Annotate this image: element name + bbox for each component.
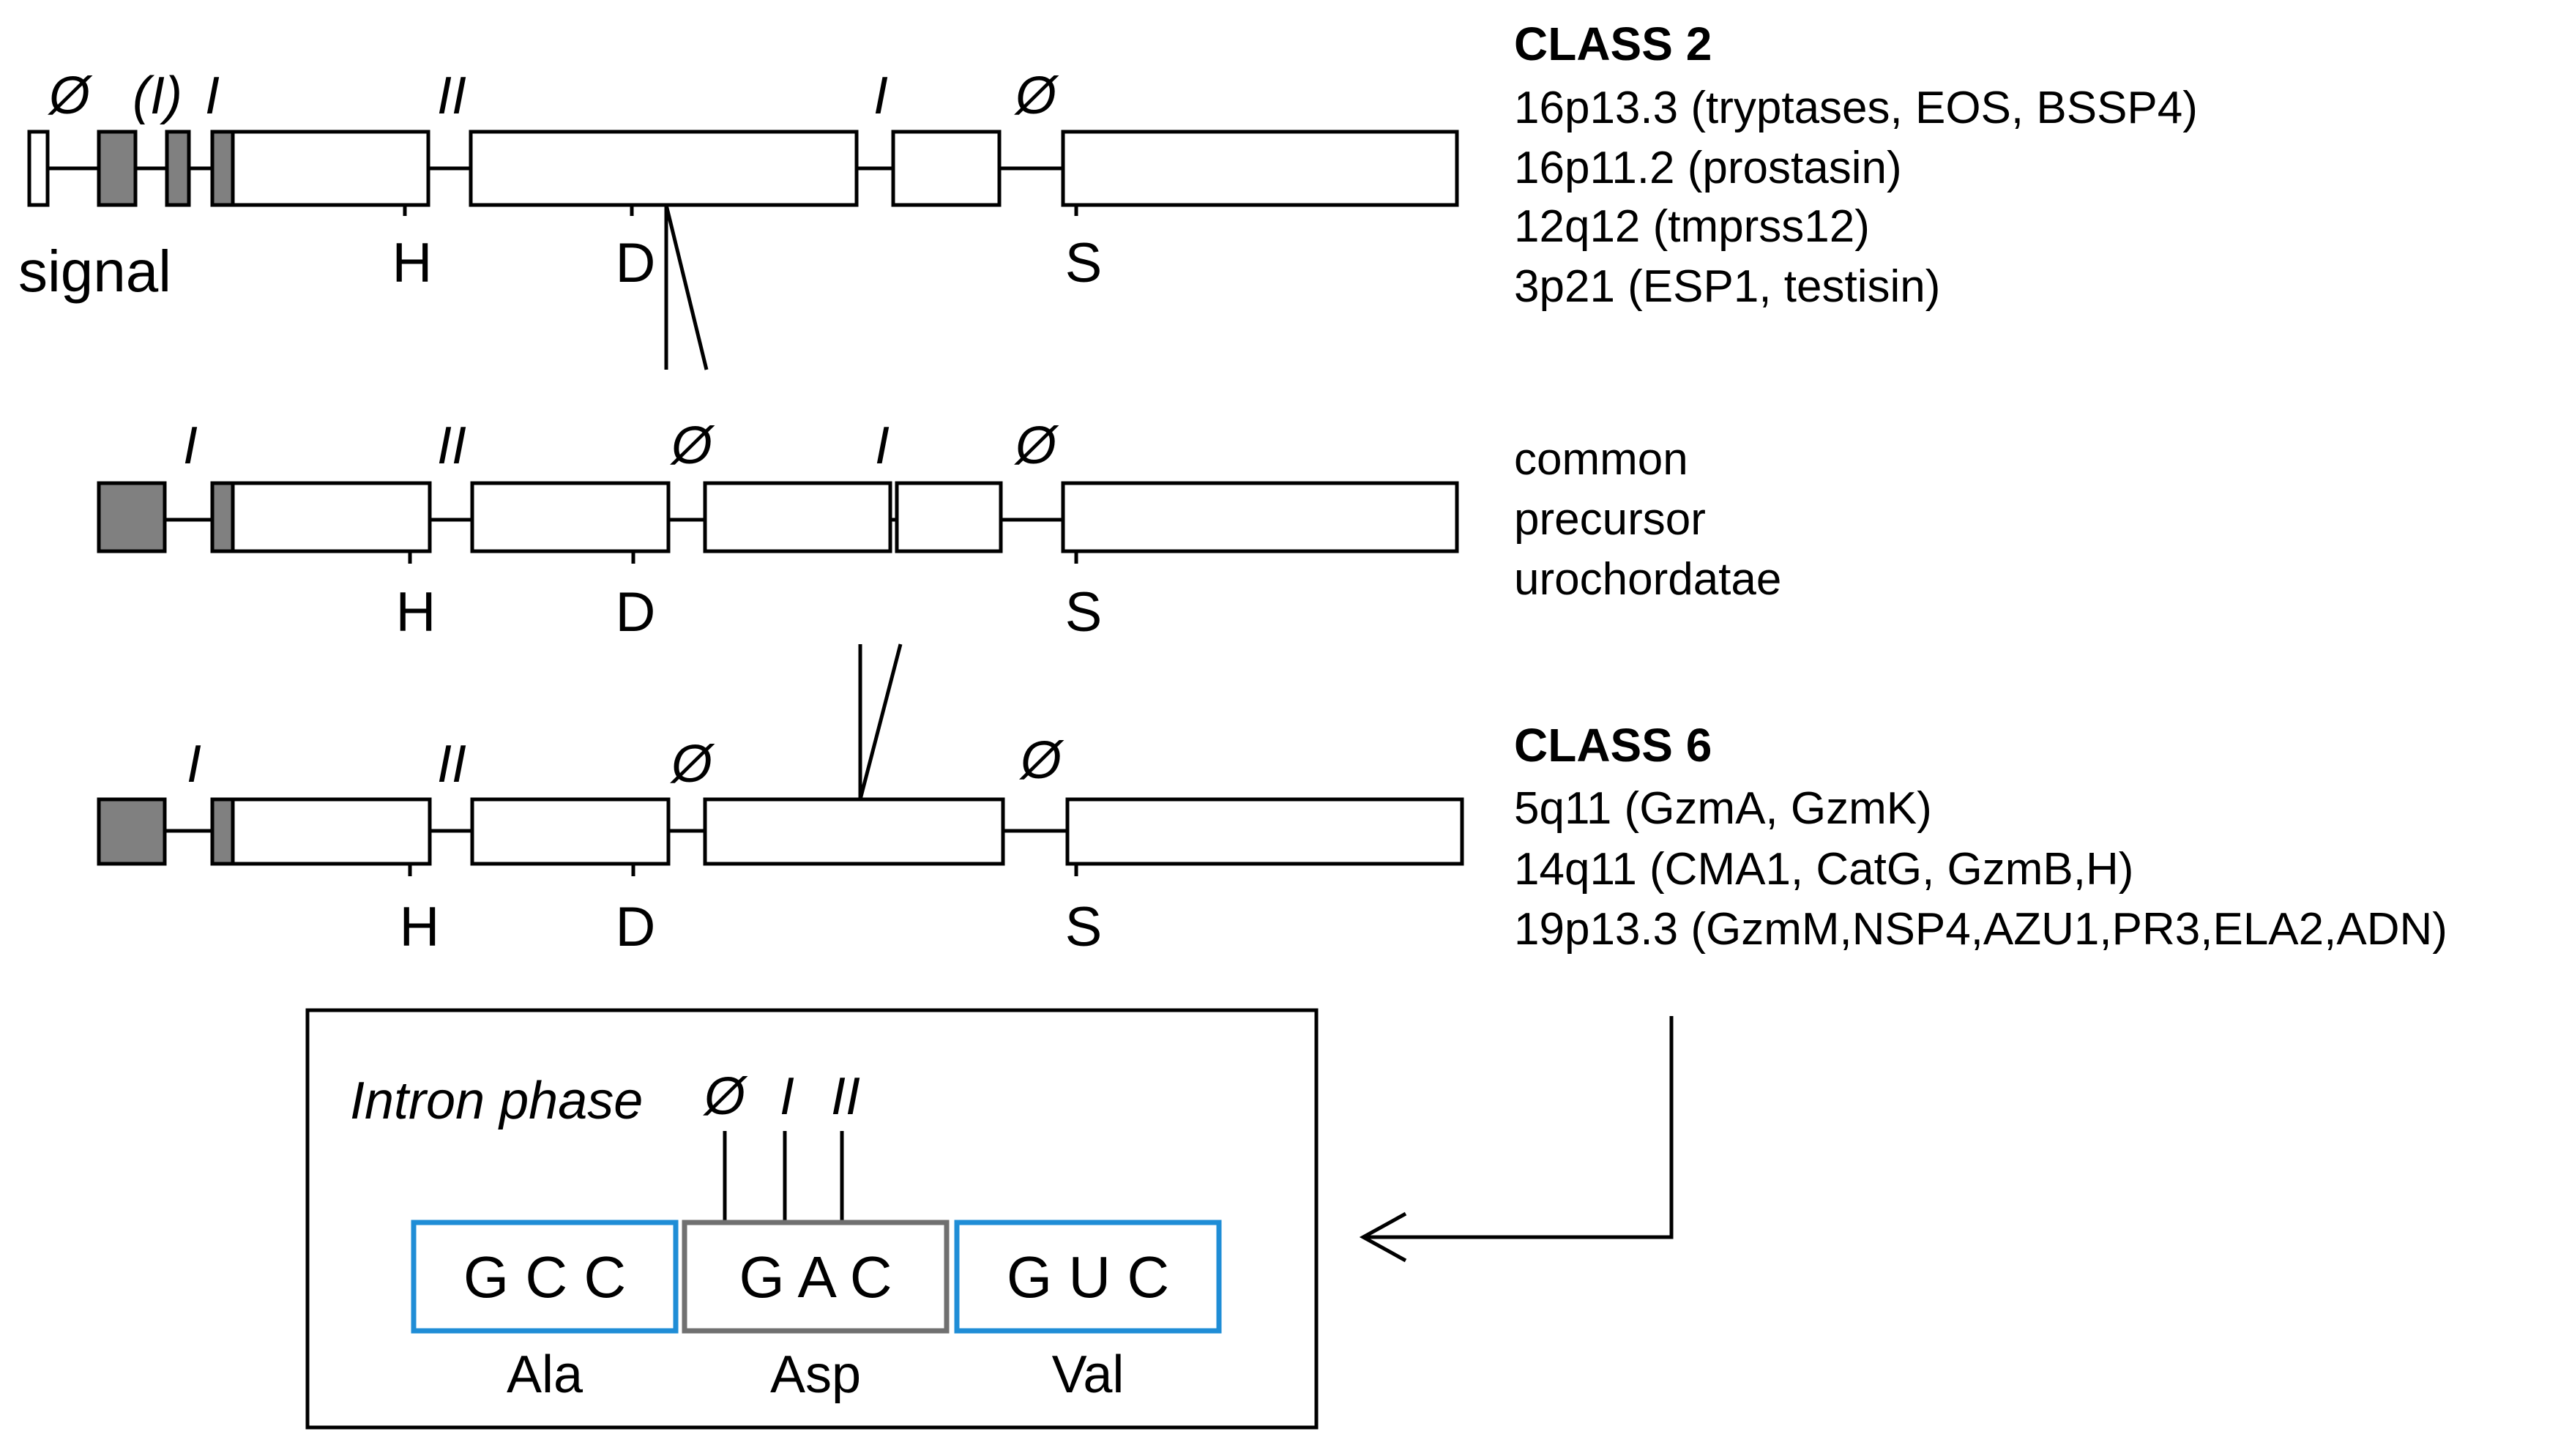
class2-exon-1-grey-part <box>210 130 235 207</box>
class2-exon-grey-2 <box>165 130 191 207</box>
class6-exon-1-grey-part <box>210 797 235 866</box>
precursor-gene-structure <box>97 481 1459 564</box>
precursor-exon-4 <box>895 481 1003 553</box>
precursor-line-2: precursor <box>1514 494 1706 545</box>
codon-box <box>411 1220 679 1334</box>
class6-locus-1: 5q11 (GzmA, GzmK) <box>1514 783 1932 834</box>
precursor-line-3: urochordatae <box>1514 554 1781 605</box>
connector-class2-to-precursor <box>664 204 709 370</box>
class6-heading: CLASS 6 <box>1514 719 1712 772</box>
codon-asp: G A C Asp <box>682 1220 950 1404</box>
class2-gene-structure <box>27 130 1459 216</box>
codon-box <box>954 1220 1222 1334</box>
precursor-phase-3: Ø <box>670 417 715 475</box>
precursor-exon-1-grey-part <box>210 481 235 553</box>
intron-phase-inset-box <box>305 1008 1319 1430</box>
class2-residue-labels: H D S <box>392 232 1103 294</box>
class2-locus-4: 3p21 (ESP1, testisin) <box>1514 261 1940 312</box>
codon-row: G C C Ala G A C Asp G U C Val <box>411 1220 1222 1404</box>
amino-acid-label: Ala <box>507 1345 583 1404</box>
precursor-residue-s: S <box>1065 581 1103 643</box>
class2-locus-2: 16p11.2 (prostasin) <box>1514 143 1902 193</box>
amino-acid-label: Val <box>1052 1345 1125 1404</box>
precursor-exon-grey <box>97 481 167 553</box>
class2-exon-grey-1 <box>97 130 138 207</box>
codon-bases: G C C <box>463 1244 626 1310</box>
class2-phase-4: II <box>437 67 466 125</box>
class2-heading: CLASS 2 <box>1514 18 1712 70</box>
precursor-exon-5 <box>1061 481 1459 553</box>
inset-phase-labels: Ø I II <box>703 1067 860 1126</box>
inset-phase-2: II <box>831 1067 860 1126</box>
class2-locus-1: 16p13.3 (tryptases, EOS, BSSP4) <box>1514 83 2198 133</box>
inset-title: Intron phase <box>350 1072 643 1130</box>
class2-signal-exon-small <box>27 130 50 207</box>
class6-residue-labels: H D S <box>400 896 1103 958</box>
class2-phase-labels: Ø (I) I II I Ø <box>48 67 1059 125</box>
class6-info: CLASS 6 5q11 (GzmA, GzmK) 14q11 (CMA1, C… <box>1514 719 2447 955</box>
precursor-exon-1 <box>210 481 432 553</box>
connector-precursor-to-class6 <box>858 643 903 800</box>
class2-locus-3: 12q12 (tmprss12) <box>1514 201 1870 252</box>
class2-exon-1 <box>210 130 430 207</box>
codon-box <box>682 1220 950 1334</box>
class2-phase-3: I <box>205 67 220 125</box>
class2-info: CLASS 2 16p13.3 (tryptases, EOS, BSSP4) … <box>1514 18 2198 312</box>
class6-residue-s: S <box>1065 896 1103 958</box>
codon-val: G U C Val <box>954 1220 1222 1404</box>
class2-phase-1: Ø <box>48 67 93 125</box>
precursor-residue-labels: H D S <box>396 581 1103 643</box>
codon-bases: G A C <box>739 1244 892 1310</box>
codon-bases: G U C <box>1007 1244 1169 1310</box>
precursor-exon-3 <box>703 481 892 553</box>
class2-residue-h: H <box>392 232 433 294</box>
precursor-info: common precursor urochordatae <box>1514 434 1781 605</box>
class2-residue-s: S <box>1065 232 1103 294</box>
class6-exon-3 <box>703 797 1005 866</box>
class6-phase-4: Ø <box>1019 731 1064 790</box>
precursor-residue-h: H <box>396 581 436 643</box>
signal-label: signal <box>18 239 171 304</box>
precursor-phase-1: I <box>183 417 198 475</box>
class6-exon-4 <box>1065 797 1464 866</box>
class2-phase-6: Ø <box>1014 67 1059 125</box>
class6-gene-structure <box>97 797 1464 876</box>
class6-residue-d: D <box>616 896 656 958</box>
class6-phase-labels: I II Ø Ø <box>187 731 1064 794</box>
class2-exon-2 <box>469 130 859 207</box>
class6-exon-grey <box>97 797 167 866</box>
class2-phase-5: I <box>873 67 888 125</box>
class6-exon-2 <box>470 797 671 866</box>
inset-phase-1: I <box>780 1067 794 1126</box>
class2-residue-d: D <box>616 232 656 294</box>
codon-ala: G C C Ala <box>411 1220 679 1404</box>
precursor-residue-d: D <box>616 581 656 643</box>
class6-phase-3: Ø <box>670 735 715 794</box>
class6-exon-1 <box>210 797 432 866</box>
precursor-phase-labels: I II Ø I Ø <box>183 417 1059 475</box>
class6-phase-1: I <box>187 735 201 794</box>
precursor-line-1: common <box>1514 434 1688 485</box>
precursor-exon-2 <box>470 481 671 553</box>
precursor-phase-2: II <box>437 417 466 475</box>
precursor-phase-4: I <box>875 417 890 475</box>
class2-phase-2: (I) <box>133 67 182 125</box>
elbow-arrow <box>1359 1016 1674 1263</box>
class6-residue-h: H <box>400 896 440 958</box>
class6-locus-3: 19p13.3 (GzmM,NSP4,AZU1,PR3,ELA2,ADN) <box>1514 904 2447 955</box>
amino-acid-label: Asp <box>770 1345 861 1404</box>
inset-phase-0: Ø <box>703 1067 748 1126</box>
precursor-phase-5: Ø <box>1014 417 1059 475</box>
class2-exon-4 <box>1061 130 1459 207</box>
class6-locus-2: 14q11 (CMA1, CatG, GzmB,H) <box>1514 844 2133 895</box>
class6-phase-2: II <box>437 735 466 794</box>
class2-exon-3 <box>891 130 1002 207</box>
